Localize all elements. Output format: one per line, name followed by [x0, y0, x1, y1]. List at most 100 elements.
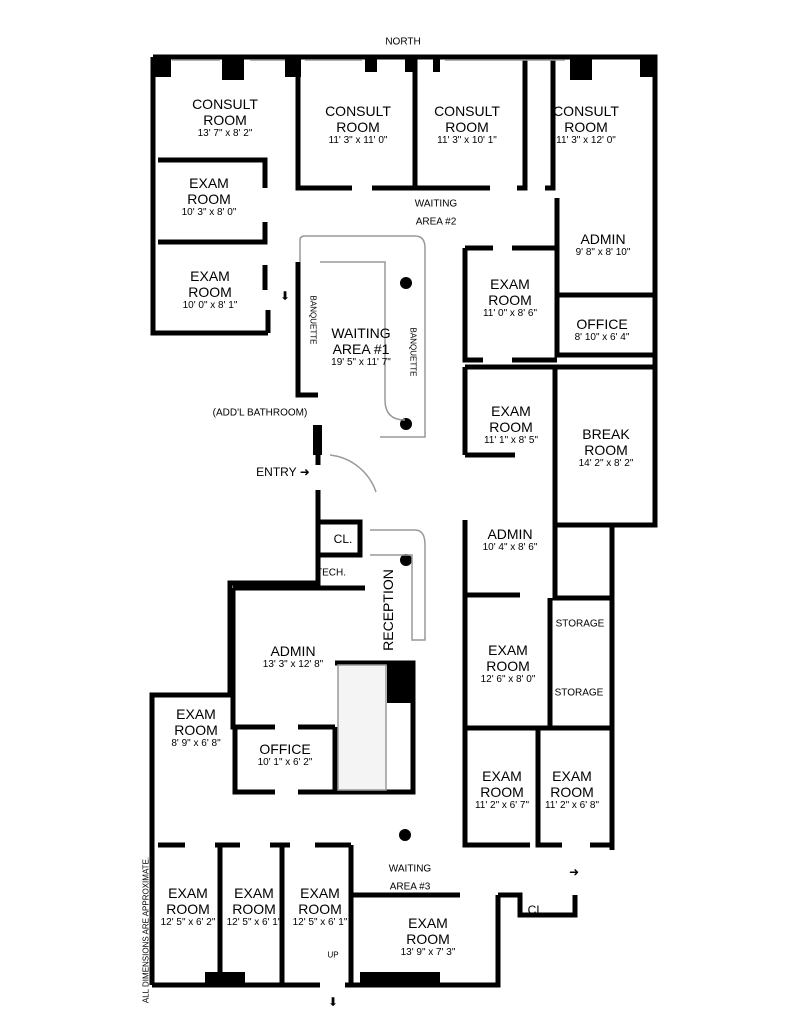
- addl-bathroom-label: (ADD'L BATHROOM): [212, 407, 308, 419]
- room-name: EXAM ROOM: [174, 706, 218, 739]
- waiting-area-2: WAITING AREA #2: [406, 194, 466, 231]
- room-name: EXAM ROOM: [489, 403, 533, 436]
- wall-admin2: [462, 520, 610, 731]
- room-dims: 11' 2" x 6' 8": [544, 800, 600, 812]
- reception-label: RECEPTION: [379, 569, 396, 651]
- room-name: CONSULT ROOM: [192, 96, 258, 129]
- wall-tech: [318, 519, 363, 558]
- room-name: EXAM ROOM: [187, 175, 231, 208]
- wall-exam-break: [462, 364, 655, 528]
- room-dims: 11' 3" x 12' 0": [556, 135, 616, 147]
- room-dims: 10' 3" x 8' 0": [181, 207, 237, 219]
- room-dims: 19' 5" x 11' 7": [331, 357, 391, 369]
- room-name: EXAM ROOM: [166, 885, 210, 918]
- room-dims: 14' 2" x 8' 2": [578, 458, 634, 470]
- room-name: EXAM ROOM: [550, 768, 594, 801]
- compass-north: NORTH: [385, 36, 421, 48]
- room-name: ADMIN: [580, 231, 626, 248]
- room-name: CONSULT ROOM: [325, 103, 391, 136]
- wall-southwest: [158, 842, 354, 985]
- room-name: WAITING AREA #2: [414, 198, 458, 228]
- room-name: EXAM ROOM: [188, 268, 232, 301]
- room-dims: 13' 7" x 8' 2": [197, 128, 253, 140]
- room-dims: 12' 5" x 6' 1": [226, 917, 282, 929]
- room-name: EXAM ROOM: [406, 915, 450, 948]
- tech-label: TECH.: [316, 567, 346, 579]
- room-name: OFFICE: [259, 741, 311, 758]
- wall-west-upper: [150, 57, 268, 336]
- room-name: ADMIN: [270, 643, 316, 660]
- room-name: EXAM ROOM: [298, 885, 342, 918]
- entry-label: ENTRY ➜: [256, 465, 310, 480]
- room-dims: 12' 5" x 6' 1": [292, 917, 348, 929]
- room-dims: 11' 3" x 11' 0": [328, 135, 388, 147]
- room-name: EXAM ROOM: [232, 885, 276, 918]
- wall-admin3: [230, 585, 416, 795]
- room-dims: 8' 10" x 6' 4": [574, 332, 630, 344]
- closet-1-label: CL.: [333, 532, 353, 547]
- room-name: ADMIN: [487, 526, 533, 543]
- room-dims: 13' 3" x 12' 8": [262, 659, 324, 671]
- closet-2-label: CL.: [527, 903, 547, 918]
- room-name: EXAM ROOM: [488, 276, 532, 309]
- storage-1-label: STORAGE: [555, 618, 605, 630]
- wall-admin-right: [462, 198, 655, 363]
- room-dims: 12' 5" x 6' 2": [160, 917, 216, 929]
- storage-2-label: STORAGE: [554, 687, 604, 699]
- room-dims: 11' 3" x 10' 1": [437, 135, 497, 147]
- waiting-area-3: WAITING AREA #3: [380, 859, 440, 896]
- room-dims: 10' 1" x 6' 2": [257, 757, 313, 769]
- fixtures: [172, 59, 565, 791]
- banquette-left: BANQUETTE: [308, 295, 318, 345]
- room-dims: 11' 1" x 8' 5": [483, 435, 539, 447]
- arrow-right-icon: ➜: [299, 465, 310, 480]
- stairs-up-label: UP: [327, 950, 339, 960]
- room-name: EXAM ROOM: [480, 768, 524, 801]
- room-name: WAITING AREA #1: [331, 325, 391, 358]
- wall-exam-lower: [462, 728, 612, 848]
- room-dims: 11' 2" x 6' 7": [474, 800, 530, 812]
- room-name: WAITING AREA #3: [388, 863, 432, 893]
- exit-arrow-right-icon: ➜: [568, 865, 580, 880]
- room-name: BREAK ROOM: [582, 426, 630, 459]
- wall-consult-row: [295, 57, 556, 191]
- columns: [153, 55, 655, 985]
- room-dims: 9' 8" x 8' 10": [575, 247, 631, 259]
- room-dims: 10' 4" x 8' 6": [482, 542, 538, 554]
- room-dims: 13' 9" x 7' 3": [400, 947, 456, 959]
- room-name: OFFICE: [576, 316, 628, 333]
- entry-text: ENTRY: [256, 465, 297, 480]
- room-name: CONSULT ROOM: [434, 103, 500, 136]
- room-dims: 11' 0" x 8' 6": [482, 308, 538, 320]
- room-name: EXAM ROOM: [486, 642, 530, 675]
- wall-waiting1: [295, 262, 318, 398]
- room-name: CONSULT ROOM: [553, 103, 619, 136]
- wall-exam-left: [158, 157, 271, 333]
- room-dims: 12' 6" x 8' 0": [480, 674, 536, 686]
- exit-arrow-down-icon: ⬇: [327, 995, 339, 1010]
- room-dims: 10' 0" x 8' 1": [182, 300, 238, 312]
- arrow-down-icon: ⬇: [279, 289, 291, 304]
